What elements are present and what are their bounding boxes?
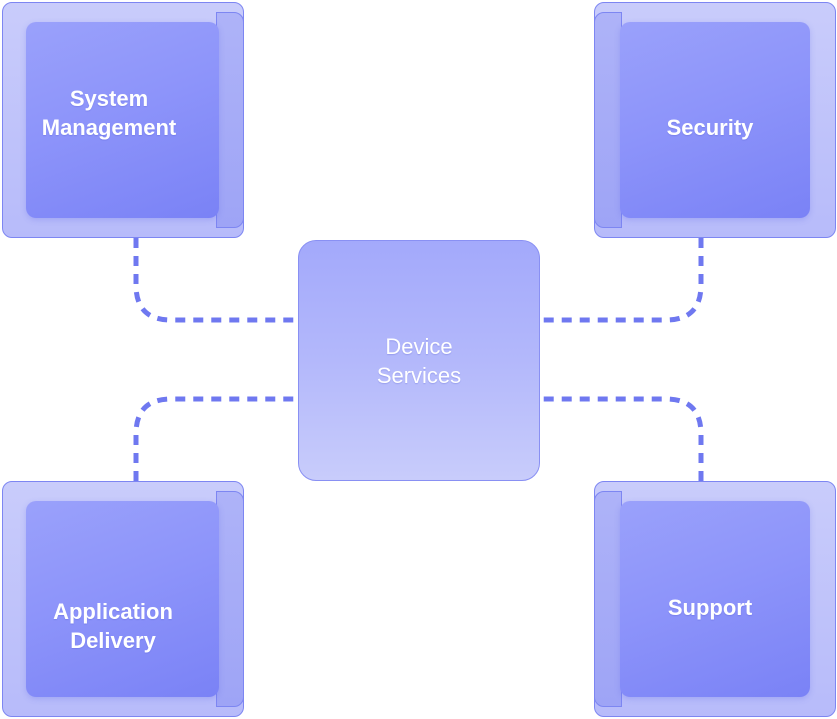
node-system-management[interactable]: System Management <box>2 2 244 238</box>
node-side-face <box>216 491 244 707</box>
node-security[interactable]: Security <box>594 2 836 238</box>
connector-top-right <box>540 238 704 323</box>
node-front-face: Security <box>620 22 810 218</box>
node-device-services[interactable]: Device Services <box>298 240 540 481</box>
connector-top-left <box>133 238 298 323</box>
node-side-face <box>594 12 622 228</box>
node-label: Application Delivery <box>53 599 173 653</box>
node-front-face: Application Delivery <box>26 501 219 697</box>
connector-bottom-right <box>540 396 704 481</box>
node-label: System Management <box>41 86 177 140</box>
node-support[interactable]: Support <box>594 481 836 717</box>
connector-bottom-left <box>133 396 298 481</box>
node-label: Support <box>667 595 753 620</box>
node-front-face: Support <box>620 501 810 697</box>
center-label: Device Services <box>376 333 462 388</box>
node-front-face: System Management <box>26 22 219 218</box>
node-side-face <box>216 12 244 228</box>
node-application-delivery[interactable]: Application Delivery <box>2 481 244 717</box>
node-label: Security <box>666 115 754 140</box>
node-side-face <box>594 491 622 707</box>
